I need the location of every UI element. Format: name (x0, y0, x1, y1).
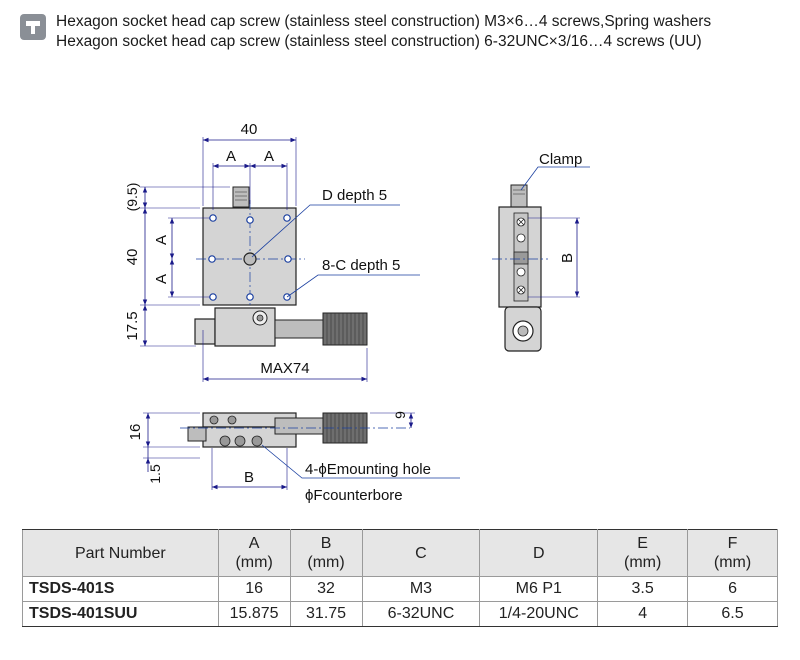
table-cell: 6.5 (687, 601, 778, 627)
header-label: E (637, 535, 648, 552)
table-cell: 16 (217, 576, 291, 602)
table-header-6: F (mm) (687, 529, 778, 577)
dim-a-left: A (226, 148, 236, 165)
header-label: F (727, 535, 738, 552)
header-label: B (320, 535, 332, 552)
dim-40-side: 40 (124, 249, 141, 266)
table-cell: 15.875 (217, 601, 291, 627)
label-clamp: Clamp (539, 151, 582, 168)
wrench-icon (20, 14, 46, 40)
dim-a-right: A (264, 148, 274, 165)
dim-a-v2: A (153, 274, 170, 284)
top-view: 40 A A (9.5) 40 17.5 A A MAX74 D dep (124, 121, 420, 382)
note-line-2: Hexagon socket head cap screw (stainless… (56, 33, 702, 50)
table-cell: 1/4-20UNC (479, 601, 599, 627)
side-view: B Clamp (492, 151, 590, 352)
label-d-depth: D depth 5 (322, 187, 387, 204)
technical-drawing: 40 A A (9.5) 40 17.5 A A MAX74 D dep (124, 121, 590, 504)
side-knob (510, 184, 528, 208)
table-cell: M6 P1 (479, 576, 599, 602)
table-cell: 6-32UNC (361, 601, 481, 627)
top-knob (232, 186, 250, 208)
micrometer-thimble (322, 312, 368, 346)
table-cell: 32 (289, 576, 363, 602)
table-header-4: D (479, 529, 599, 577)
dim-17-5: 17.5 (124, 311, 141, 340)
table-header-2: B (mm) (289, 529, 363, 577)
note-text: Hexagon socket head cap screw (stainless… (56, 12, 711, 52)
header-unit: (mm) (623, 554, 662, 571)
screw-note: Hexagon socket head cap screw (stainless… (20, 12, 711, 52)
front-view: 16 1.5 9 B 4-ϕEmounting hole ϕFcounterbo… (127, 411, 460, 504)
micrometer-sleeve (274, 319, 324, 339)
table-cell: 6 (687, 576, 778, 602)
front-sleeve (274, 417, 324, 435)
note-line-1: Hexagon socket head cap screw (stainless… (56, 13, 712, 30)
header-label: A (248, 535, 260, 552)
header-unit: (mm) (713, 554, 752, 571)
header-label: D (533, 544, 545, 562)
label-c-depth: 8-C depth 5 (322, 257, 400, 274)
dim-16: 16 (127, 424, 144, 441)
table-cell: 3.5 (597, 576, 689, 602)
dim-40-top: 40 (241, 121, 258, 138)
table-cell: M3 (361, 576, 481, 602)
table-header-3: C (361, 529, 481, 577)
part-number-cell: TSDS-401SUU (22, 601, 219, 627)
table-header-row: Part Number A (mm) B (mm) C D E (mm) F (mm) (22, 529, 778, 577)
part-number-cell: TSDS-401S (22, 576, 219, 602)
header-label: Part Number (74, 544, 166, 562)
header-label: C (415, 544, 427, 562)
label-f-bore: ϕFcounterbore (305, 487, 403, 504)
header-unit: (mm) (235, 554, 273, 571)
clamp-lever (194, 318, 216, 345)
table-cell: 31.75 (289, 601, 363, 627)
label-e-hole: 4-ϕEmounting hole (305, 461, 431, 478)
table-header-5: E (mm) (597, 529, 689, 577)
table-header-0: Part Number (22, 529, 219, 577)
dim-1-5: 1.5 (147, 464, 163, 484)
table-cell: 4 (597, 601, 689, 627)
dim-9-5: (9.5) (124, 183, 140, 212)
table-header-1: A (mm) (217, 529, 291, 577)
dim-max74: MAX74 (260, 360, 309, 377)
dim-9: 9 (392, 411, 408, 419)
header-unit: (mm) (307, 554, 345, 571)
dim-b-side: B (559, 253, 576, 263)
dim-b-bottom: B (244, 469, 254, 486)
spec-table: Part Number A (mm) B (mm) C D E (mm) F (mm) TSDS-4… (22, 529, 778, 627)
dim-a-v1: A (153, 235, 170, 245)
